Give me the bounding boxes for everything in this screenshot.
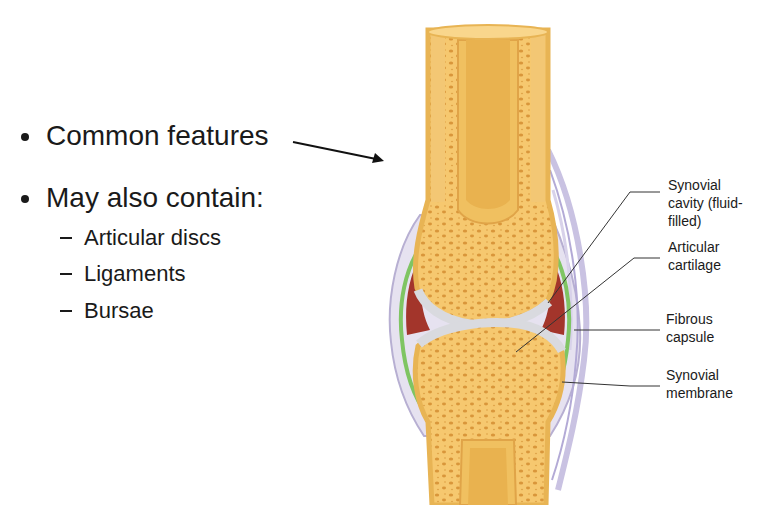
marrow [466,40,510,209]
leader-line [548,192,660,303]
leader-line [574,330,660,331]
pointer-arrow [293,142,376,159]
compact-bone [431,32,445,202]
marrow [468,448,508,505]
leader-line [562,382,660,386]
bullet-text: Common features [46,118,269,154]
articular-cartilage [419,323,562,351]
part-label: Fibrous capsule [666,310,760,346]
compact-bone [531,32,545,202]
leader-line [516,258,660,352]
dash [60,310,72,312]
bone-cut-surface [428,25,548,39]
bullet-text: May also contain: [46,180,264,216]
marrow-cavity [458,40,518,224]
part-label: Articular cartilage [668,238,760,274]
lower-bone [415,324,563,505]
sub-bullet-text: Bursae [84,297,154,326]
arrowhead [372,153,384,163]
part-label: Synovial membrane [666,366,760,402]
sub-bullet-text: Articular discs [84,224,221,253]
upper-bone [415,30,556,323]
bullet [21,133,29,141]
sub-bullet-text: Ligaments [84,260,186,289]
part-label: Synovial cavity (fluid-filled) [668,176,760,231]
marrow-cavity [460,440,516,505]
dash [60,237,72,239]
bullet [21,195,29,203]
dash [60,273,72,275]
